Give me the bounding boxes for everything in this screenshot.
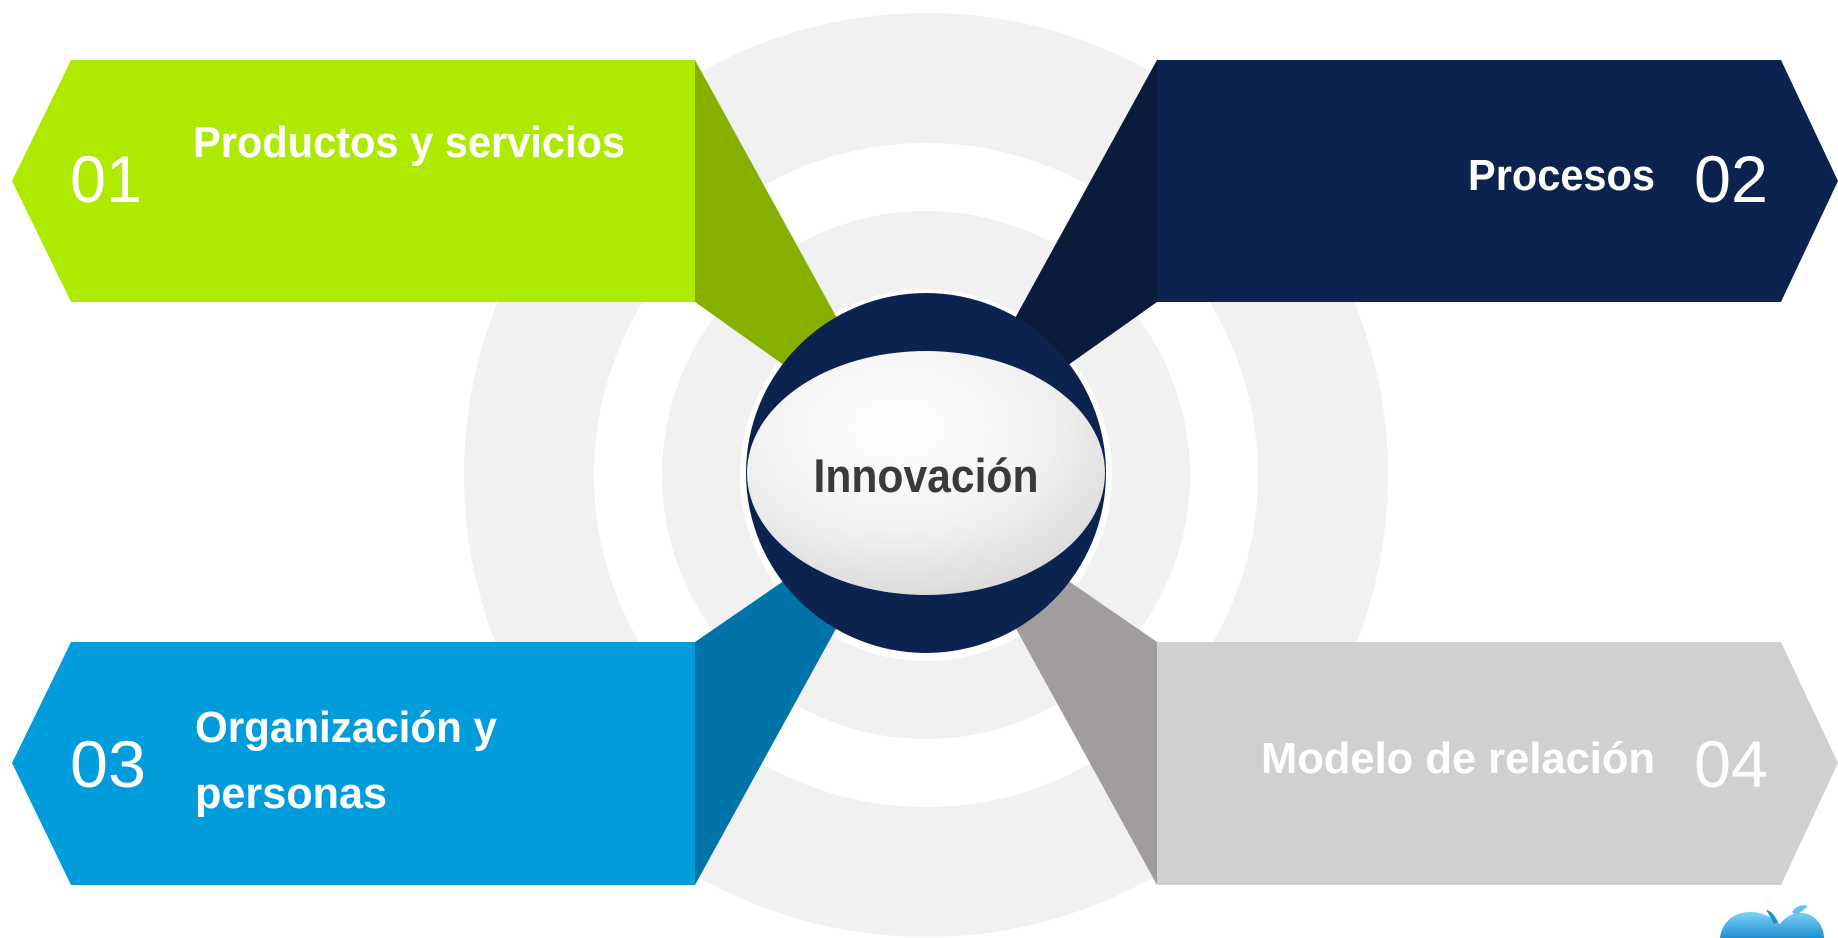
item-02-fold <box>1014 60 1157 368</box>
center-label: Innovación <box>814 449 1039 502</box>
item-04-fold <box>1014 578 1157 885</box>
item-01-fold <box>695 60 838 368</box>
item-02-banner <box>1157 60 1838 302</box>
item-04-label: Modelo de relación <box>1261 734 1655 783</box>
item-01-number: 01 <box>70 142 142 216</box>
item-03-number: 03 <box>70 727 146 801</box>
hub-inner-disc <box>747 351 1105 595</box>
outer-ring <box>464 13 1388 937</box>
inner-ring <box>662 211 1190 739</box>
background-rings <box>464 13 1388 937</box>
item-03-label-line-2: personas <box>195 769 387 818</box>
item-04-number: 04 <box>1694 727 1768 801</box>
item-01-banner <box>12 60 695 302</box>
item-04-banner <box>1157 642 1838 885</box>
item-03-banner <box>12 642 695 885</box>
item-03-label-line-1: Organización y <box>195 703 497 752</box>
item-03-fold <box>695 578 838 885</box>
center-hub: Innovación <box>746 293 1106 653</box>
item-01-label: Productos y servicios <box>193 118 625 167</box>
item-02-number: 02 <box>1694 142 1768 216</box>
item-02-label: Procesos <box>1468 151 1655 200</box>
whale-logo-icon <box>1720 905 1824 938</box>
